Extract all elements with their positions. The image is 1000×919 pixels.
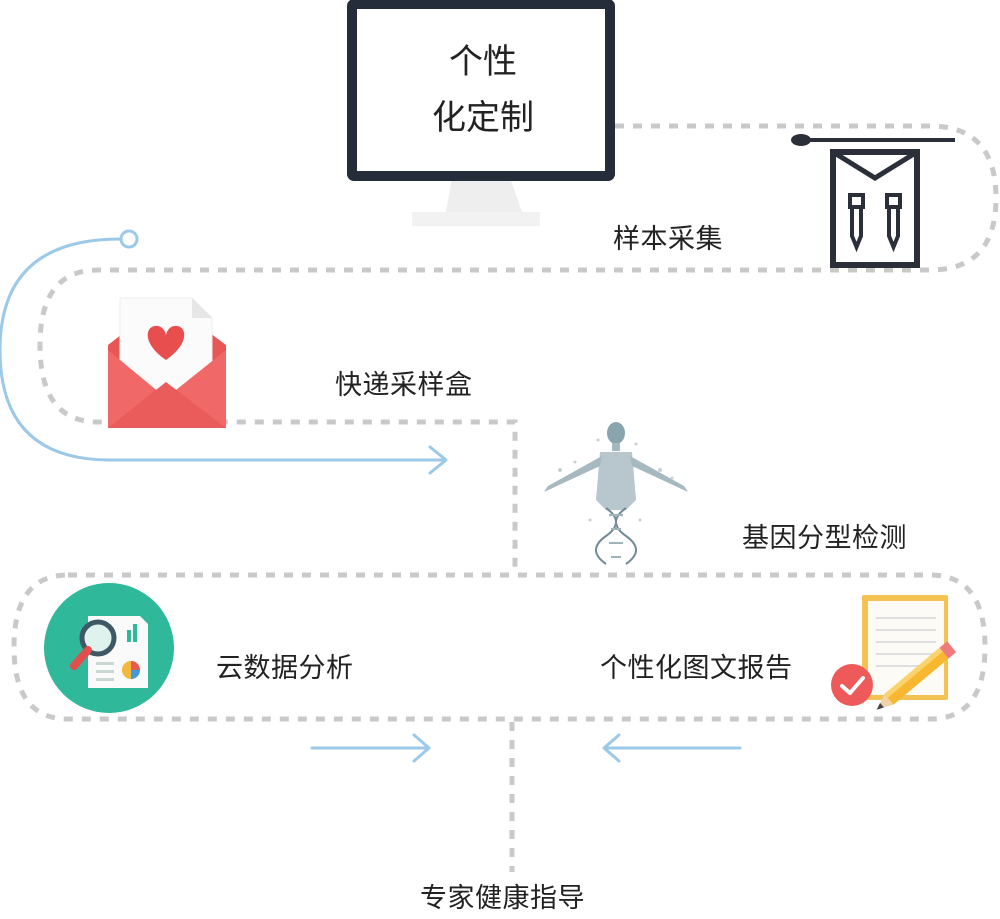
label-personal-report: 个性化图文报告 bbox=[600, 653, 793, 684]
monitor-icon bbox=[347, 0, 615, 226]
blue-curved-arrow bbox=[0, 229, 448, 475]
envelope-heart-icon bbox=[108, 297, 226, 428]
label-genotyping: 基因分型检测 bbox=[742, 523, 907, 554]
label-expert-guidance: 专家健康指导 bbox=[420, 883, 585, 914]
swab-kit-icon bbox=[791, 134, 955, 268]
monitor-caption: 个性 化定制 bbox=[362, 12, 604, 168]
label-cloud-analysis: 云数据分析 bbox=[216, 653, 354, 684]
label-sample-collection: 样本采集 bbox=[613, 224, 723, 255]
right-arrow-bottom bbox=[310, 733, 431, 763]
monitor-caption-line-2: 化定制 bbox=[432, 98, 534, 138]
label-express-kit: 快递采样盒 bbox=[335, 370, 473, 401]
dotted-path bbox=[11, 123, 999, 872]
data-analysis-icon bbox=[44, 583, 174, 713]
report-pencil-icon bbox=[831, 595, 957, 710]
monitor-caption-line-1: 个性 bbox=[449, 42, 517, 82]
left-arrow-bottom bbox=[602, 733, 742, 763]
dna-human-icon bbox=[544, 422, 688, 565]
